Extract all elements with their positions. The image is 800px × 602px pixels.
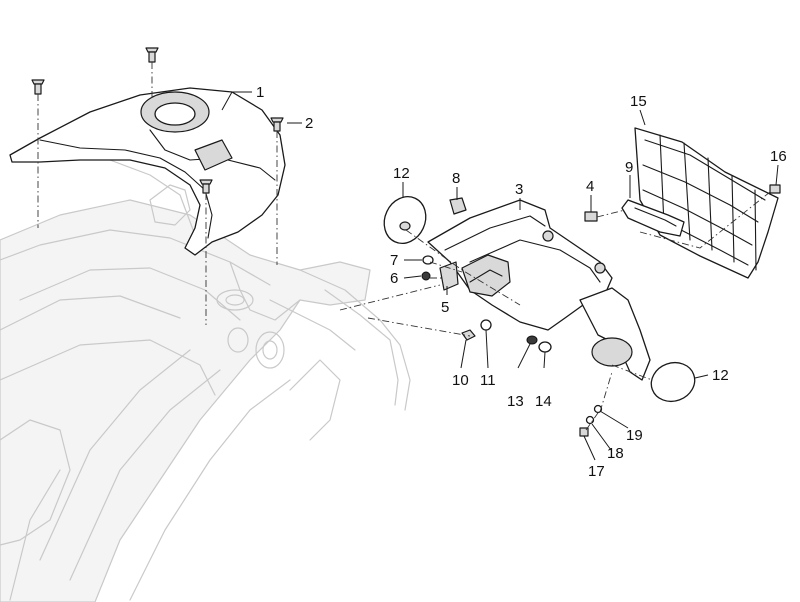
reflector-left — [383, 196, 427, 244]
reflector-left-stud — [399, 221, 411, 231]
assembly-lines — [37, 62, 771, 431]
screws-and-washers — [31, 47, 781, 437]
callout-12b: 12 — [712, 367, 729, 384]
callout-labels: 1 2 3 4 5 6 7 8 9 10 11 12 12 13 14 15 1… — [256, 84, 787, 480]
callout-16: 16 — [770, 148, 787, 165]
callout-3: 3 — [515, 181, 523, 198]
callout-11: 11 — [480, 372, 496, 389]
callout-17: 17 — [588, 463, 605, 480]
reflector-strip — [621, 199, 685, 237]
callout-4: 4 — [586, 178, 594, 195]
callout-1: 1 — [256, 84, 264, 101]
callout-19: 19 — [626, 427, 643, 444]
reflector-right — [650, 361, 696, 403]
callout-5: 5 — [441, 299, 449, 316]
callout-7: 7 — [390, 252, 398, 269]
callout-9: 9 — [625, 159, 633, 176]
callout-2: 2 — [305, 115, 313, 132]
callout-14: 14 — [535, 393, 552, 410]
callout-12a: 12 — [393, 165, 410, 182]
callout-10: 10 — [452, 372, 469, 389]
leader-lines — [221, 91, 779, 461]
license-plate-holder — [427, 199, 651, 381]
scooter-frame-ghost — [0, 159, 411, 602]
callout-15: 15 — [630, 93, 647, 110]
callout-13: 13 — [507, 393, 524, 410]
callout-6: 6 — [390, 270, 398, 287]
rear-cover — [9, 87, 286, 256]
callout-18: 18 — [607, 445, 624, 462]
callout-8: 8 — [452, 170, 460, 187]
